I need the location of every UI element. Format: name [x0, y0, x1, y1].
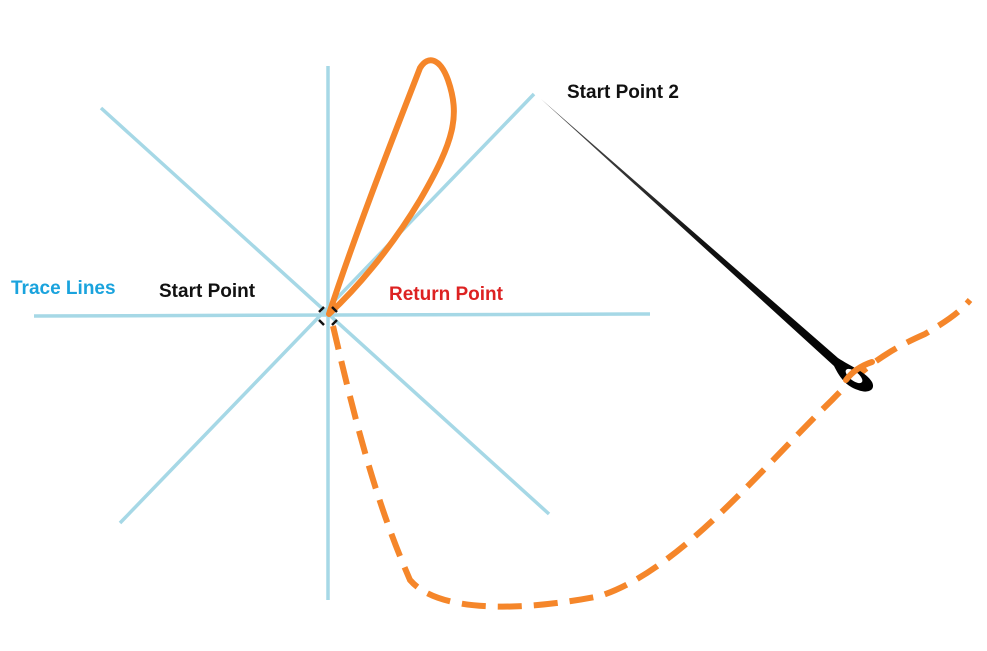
return-point-label: Return Point [389, 284, 503, 305]
trace-lines [33, 66, 651, 600]
thread-through-eye [843, 359, 875, 383]
crosshair-icon [318, 306, 338, 326]
trace-line-horizontal [33, 312, 651, 318]
start-point-label: Start Point [159, 281, 256, 302]
start-point-2-label: Start Point 2 [567, 82, 679, 103]
needle-icon [541, 99, 874, 392]
trace-lines-label: Trace Lines [11, 278, 116, 299]
trace-line-diagonal-up [118, 92, 536, 525]
thread-dashed [330, 298, 973, 610]
needle-shaft [541, 99, 874, 392]
thread-loop [326, 57, 457, 317]
